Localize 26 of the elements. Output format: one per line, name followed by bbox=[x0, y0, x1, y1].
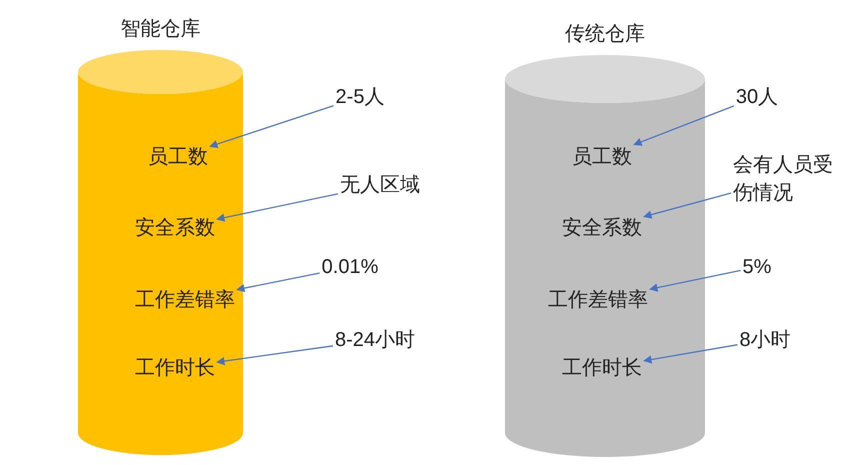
arrow bbox=[643, 192, 732, 219]
metric-label: 员工数 bbox=[148, 143, 208, 171]
arrow bbox=[216, 345, 334, 366]
metric-label: 工作时长 bbox=[562, 354, 642, 382]
value-label: 8小时 bbox=[739, 326, 791, 354]
value-label: 8-24小时 bbox=[334, 326, 416, 354]
metric-label: 工作差错率 bbox=[135, 286, 235, 314]
arrow bbox=[633, 105, 734, 146]
arrow bbox=[643, 344, 738, 364]
value-label: 2-5人 bbox=[336, 83, 384, 111]
metric-label: 安全系数 bbox=[135, 214, 215, 242]
arrow bbox=[236, 272, 320, 292]
value-label: 无人区域 bbox=[340, 171, 420, 199]
arrow bbox=[209, 105, 334, 148]
value-label: 会有人员受伤情况 bbox=[733, 151, 833, 207]
metric-label: 员工数 bbox=[572, 143, 632, 171]
metric-label: 安全系数 bbox=[562, 214, 642, 242]
cylinder-title: 智能仓库 bbox=[120, 17, 200, 42]
metric-label: 工作时长 bbox=[135, 354, 215, 382]
arrow bbox=[216, 193, 338, 222]
value-label: 5% bbox=[742, 253, 772, 281]
metric-label: 工作差错率 bbox=[548, 286, 648, 314]
cylinder-title: 传统仓库 bbox=[565, 22, 645, 47]
value-label: 30人 bbox=[736, 83, 778, 111]
value-label: 0.01% bbox=[322, 253, 378, 281]
arrow bbox=[649, 270, 741, 292]
